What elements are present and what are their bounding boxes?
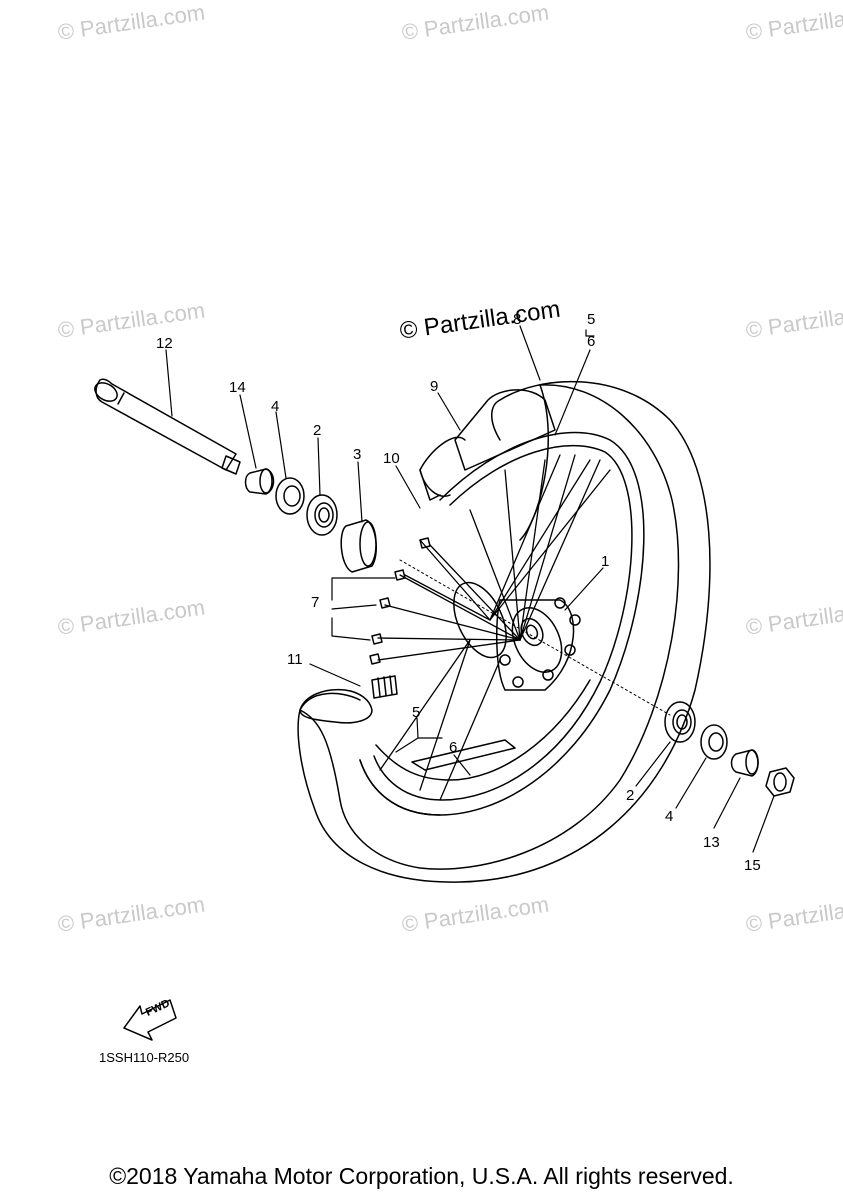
callout-9: 9 — [430, 378, 439, 395]
callout-14: 14 — [229, 379, 246, 396]
valve — [371, 675, 398, 699]
tire — [297, 380, 711, 883]
callout-5: 5 — [587, 311, 596, 328]
callout-13: 13 — [703, 834, 720, 851]
callout-15: 15 — [744, 857, 761, 874]
callout-3: 3 — [353, 446, 362, 463]
axle-nut — [765, 767, 795, 797]
callout-10: 10 — [383, 450, 400, 467]
diagram-code: 1SSH110-R250 — [99, 1050, 190, 1065]
spokes — [377, 454, 611, 801]
callout-11: 11 — [287, 651, 303, 668]
callout-4: 4 — [665, 808, 674, 825]
leader-lines — [165, 325, 775, 853]
spacer — [340, 519, 378, 573]
callout-2: 2 — [626, 787, 635, 804]
collar-left — [244, 468, 275, 495]
hub — [453, 581, 581, 691]
callout-5: 5 — [412, 704, 421, 721]
rim-band — [411, 739, 516, 771]
callout-12: 12 — [156, 335, 173, 352]
rim — [359, 431, 645, 816]
axle-centerline — [399, 559, 671, 716]
oil-seal-left — [275, 477, 305, 515]
fwd-arrow-icon — [123, 999, 177, 1041]
callout-4: 4 — [271, 398, 280, 415]
tube — [299, 389, 556, 724]
callout-1: 1 — [601, 553, 610, 570]
copyright-notice: ©2018 Yamaha Motor Corporation, U.S.A. A… — [109, 1163, 734, 1189]
oil-seal-right — [700, 724, 728, 760]
callout-6: 6 — [587, 333, 596, 350]
collar-right — [730, 749, 759, 777]
nipples — [369, 537, 431, 665]
callout-7: 7 — [311, 594, 320, 611]
bearing-right — [664, 701, 696, 743]
callout-2: 2 — [313, 422, 322, 439]
callout-6: 6 — [449, 739, 458, 756]
axle — [94, 378, 241, 475]
callout-8: 8 — [513, 311, 522, 328]
bearing-left — [306, 494, 338, 536]
